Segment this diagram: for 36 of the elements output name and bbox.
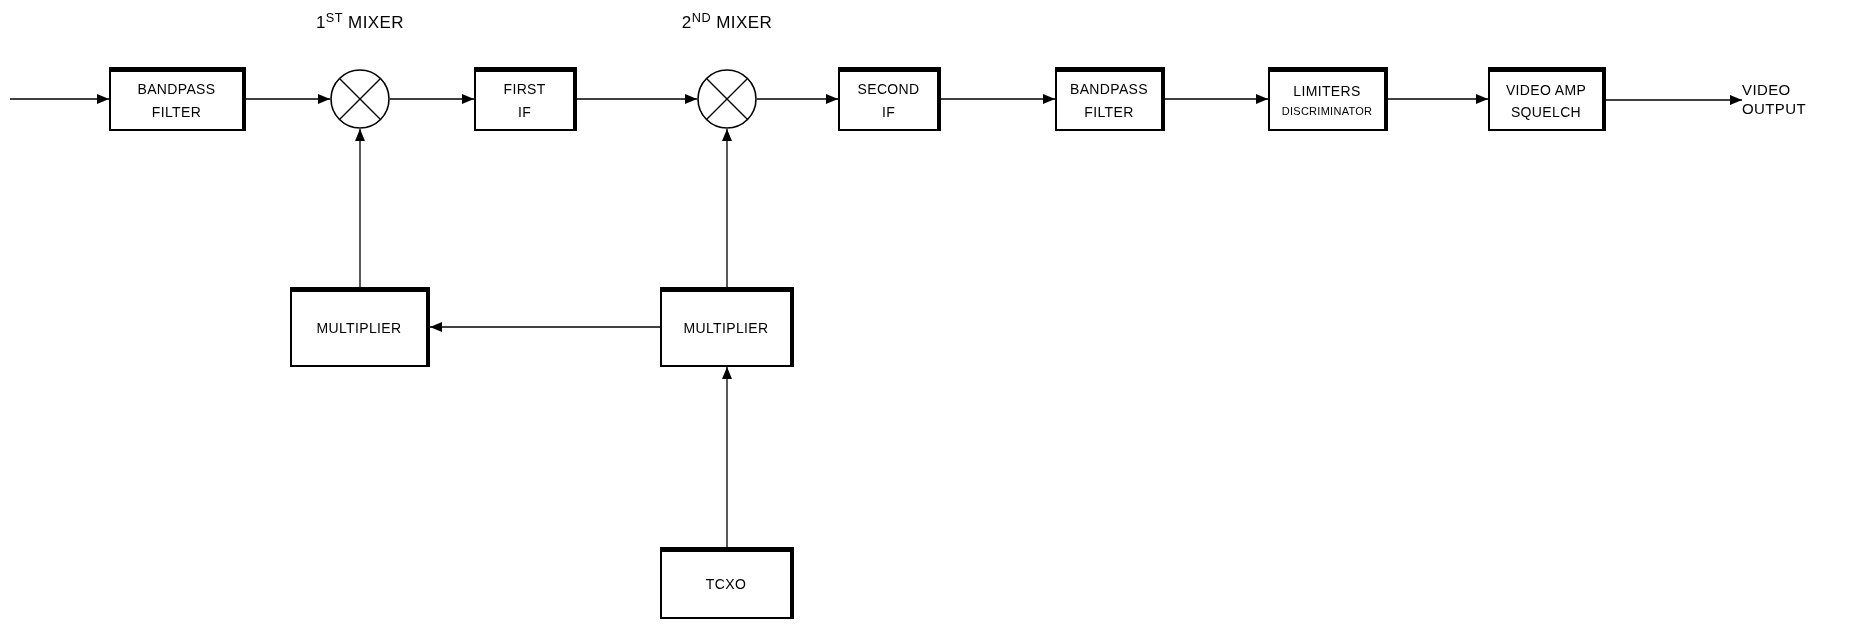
arrow — [940, 94, 1056, 104]
block-box — [109, 67, 246, 131]
block-box — [660, 287, 794, 367]
block-label: DISCRIMINATOR — [1281, 106, 1373, 117]
arrow — [245, 94, 331, 104]
block-label: VIDEO AMP — [1505, 82, 1587, 97]
arrow — [722, 366, 732, 548]
block-box — [1055, 67, 1165, 131]
block-box — [1488, 67, 1606, 131]
arrow — [1164, 94, 1269, 104]
arrow — [756, 94, 839, 104]
mixer-label: 2$^{ND}$ MIXER — [681, 14, 773, 34]
block-label: TCXO — [705, 575, 747, 595]
block-box — [290, 287, 430, 367]
arrow — [1605, 95, 1743, 105]
arrow — [722, 128, 732, 288]
arrow — [355, 128, 365, 288]
output-label: VIDEO OUTPUT — [1742, 81, 1807, 119]
arrow — [389, 94, 475, 104]
mixer-label: 1$^{ST}$ MIXER — [315, 14, 405, 34]
arrow — [1387, 94, 1489, 104]
block-label: FIRST IF — [503, 80, 546, 122]
block-label: SECOND IF — [857, 80, 920, 122]
block-label: MULTIPLIER — [316, 319, 402, 339]
block-label: SQUELCH — [1510, 104, 1582, 119]
arrow — [576, 94, 698, 104]
block-label: MULTIPLIER — [683, 319, 769, 339]
block-label: BANDPASS FILTER — [137, 80, 216, 122]
block-label: BANDPASS FILTER — [1070, 80, 1148, 122]
arrow — [9, 94, 110, 104]
block-label: LIMITERS — [1293, 84, 1361, 98]
block-box — [660, 547, 794, 619]
block-box — [474, 67, 577, 131]
arrow — [429, 322, 661, 332]
block-box — [838, 67, 941, 131]
block-box — [1268, 67, 1388, 131]
